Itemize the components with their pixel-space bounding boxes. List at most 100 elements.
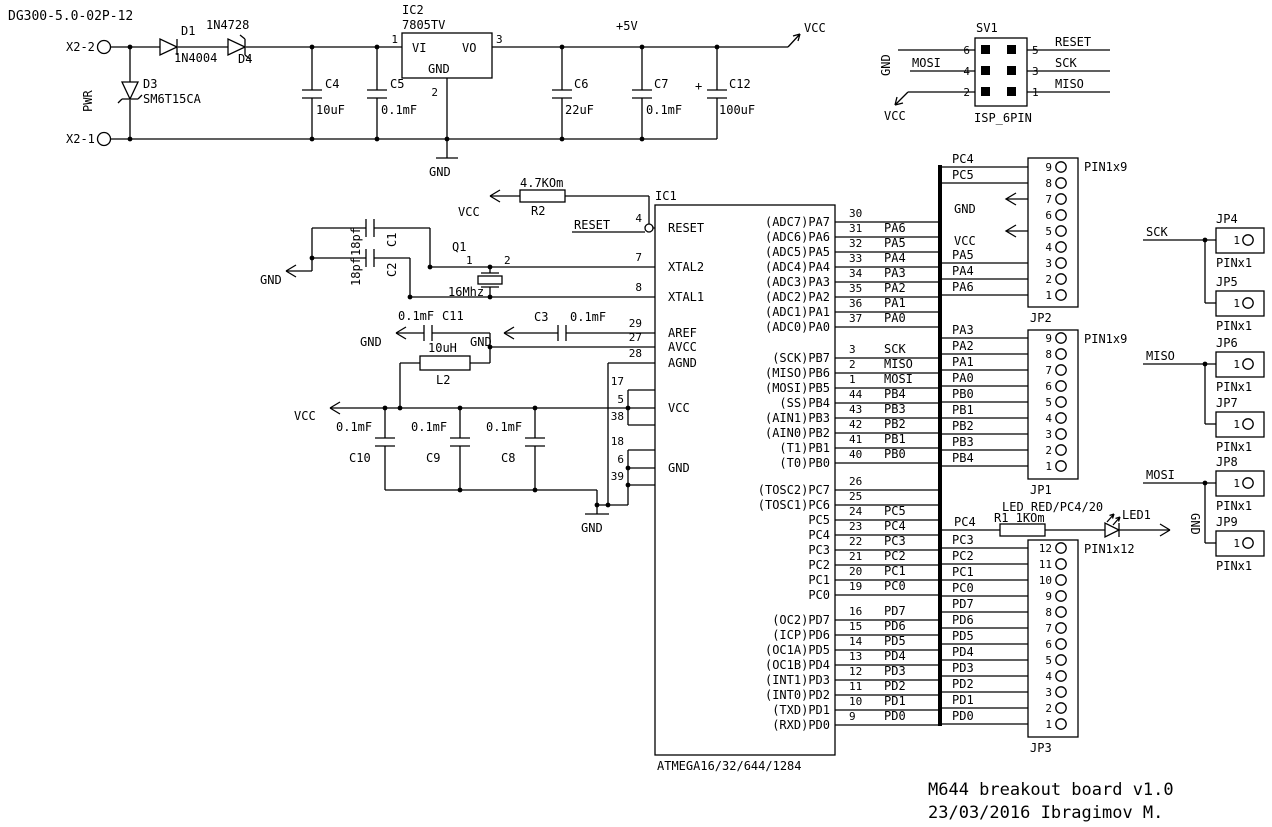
- pin-number: 43: [849, 403, 862, 416]
- pin-circle: [1055, 177, 1067, 189]
- pin-number: 1: [1233, 234, 1240, 247]
- regulator-pin-label: VI: [412, 41, 426, 55]
- resistor-r1-body: [999, 523, 1046, 537]
- part-ref: D1: [181, 24, 195, 38]
- ic-pin-label: (AIN0)PB2: [765, 426, 830, 440]
- pin-number: 2: [1045, 702, 1052, 715]
- connector-type: PIN1x12: [1084, 542, 1135, 556]
- pin-number: 23: [849, 520, 862, 533]
- ic-pin-label: (MISO)PB6: [765, 366, 830, 380]
- net-label: PD7: [952, 597, 974, 611]
- isp-pad: [1007, 87, 1016, 96]
- pin-number: 9: [1045, 161, 1052, 174]
- pin-number: 4: [635, 212, 642, 225]
- pin-number: 27: [629, 331, 642, 344]
- pin-number: 35: [849, 282, 862, 295]
- connector-type: PINx1: [1216, 380, 1252, 394]
- connector-label-x2-2: X2-2: [66, 40, 95, 54]
- connector-name: JP4: [1216, 212, 1238, 226]
- ic-pin-label: (OC1B)PD4: [765, 658, 830, 672]
- capacitor-plates: [423, 325, 567, 341]
- regulator-ic2-body: [401, 32, 493, 79]
- pin-number: 3: [1045, 257, 1052, 270]
- pin-number: 1: [1045, 460, 1052, 473]
- junction-dot: [407, 294, 413, 300]
- net-flag-arrow: [1004, 192, 1017, 206]
- pin-number: 5: [1045, 225, 1052, 238]
- net-label: +5V: [616, 19, 638, 33]
- junction-dot: [487, 264, 493, 270]
- net-label: PA4: [884, 251, 906, 265]
- ic-pin-label: PC0: [808, 588, 830, 602]
- net-label: PD1: [884, 694, 906, 708]
- pin-number: 8: [1045, 606, 1052, 619]
- net-label: PA2: [952, 339, 974, 353]
- gnd-flag-arrow: [1159, 523, 1171, 537]
- net-label: GND: [954, 202, 976, 216]
- pin-number: 20: [849, 565, 862, 578]
- pin-circle: [1055, 332, 1067, 344]
- net-label: SCK: [884, 342, 906, 356]
- part-value: 4.7KOm: [520, 176, 563, 190]
- pin-number: 7: [635, 251, 642, 264]
- connector-type: PINx1: [1216, 559, 1252, 573]
- isp-pad: [1007, 66, 1016, 75]
- junction-dot: [127, 44, 133, 50]
- pin-circle: [1055, 273, 1067, 285]
- isp-connector: SV1 ISP_6PIN 6 4 2 5 3 1 GND MOSI VCC RE…: [879, 21, 1110, 125]
- junction-dot: [625, 405, 631, 411]
- pin-number: 13: [849, 650, 862, 663]
- net-label: PA1: [952, 355, 974, 369]
- net-label: PD0: [952, 709, 974, 723]
- junction-dot: [427, 264, 433, 270]
- net-label: PB1: [952, 403, 974, 417]
- part-value: 0.1mF: [336, 420, 372, 434]
- net-label: PD2: [952, 677, 974, 691]
- pin-circle: [1055, 460, 1067, 472]
- junction-dot: [444, 136, 450, 142]
- part-ref: C2: [385, 263, 399, 277]
- pin-circle: [1055, 193, 1067, 205]
- pin-number: 2: [1045, 273, 1052, 286]
- part-ref: C4: [325, 77, 339, 91]
- pin-number: 12: [1039, 542, 1052, 555]
- pin-number: 7: [1045, 193, 1052, 206]
- pin-number: 14: [849, 635, 863, 648]
- pin-number: 40: [849, 448, 862, 461]
- net-label: PC3: [884, 534, 906, 548]
- part-ref: C9: [426, 451, 440, 465]
- pin-circle: [1055, 348, 1067, 360]
- junction-dot: [382, 405, 388, 411]
- isp-pad: [1007, 45, 1016, 54]
- connector-name: JP5: [1216, 275, 1238, 289]
- part-value: ISP_6PIN: [974, 111, 1032, 125]
- pin-number: 22: [849, 535, 862, 548]
- net-label: PA5: [884, 236, 906, 250]
- pin-circle: [1242, 537, 1254, 549]
- pin-number: 10: [849, 695, 862, 708]
- pin-circle: [1055, 574, 1067, 586]
- net-label: PB2: [884, 417, 906, 431]
- diode-d4-bar: [239, 34, 251, 60]
- ic-pin-label: (TOSC2)PC7: [758, 483, 830, 497]
- pin-number: 12: [849, 665, 862, 678]
- part-ref: C12: [729, 77, 751, 91]
- connector-body: [974, 37, 1028, 107]
- pin-number: 10: [1039, 574, 1052, 587]
- connector-body: [1215, 411, 1265, 438]
- part-ref: R2: [531, 204, 545, 218]
- net-label: PA2: [884, 281, 906, 295]
- junction-dot: [127, 136, 133, 142]
- pin-circle: [1055, 428, 1067, 440]
- ic-pin-label: (SS)PB4: [779, 396, 830, 410]
- net-label: GND: [581, 521, 603, 535]
- diode-d3-bar: [117, 94, 143, 104]
- part-ref: IC2: [402, 3, 424, 17]
- ic-pin-label: AVCC: [668, 340, 697, 354]
- connector-type: PIN1x9: [1084, 160, 1127, 174]
- net-label: PC4: [884, 519, 906, 533]
- pin-number: 17: [611, 375, 624, 388]
- part-ref: D3: [143, 77, 157, 91]
- net-label: PB1: [884, 432, 906, 446]
- gnd-flag-arrow: [395, 326, 515, 340]
